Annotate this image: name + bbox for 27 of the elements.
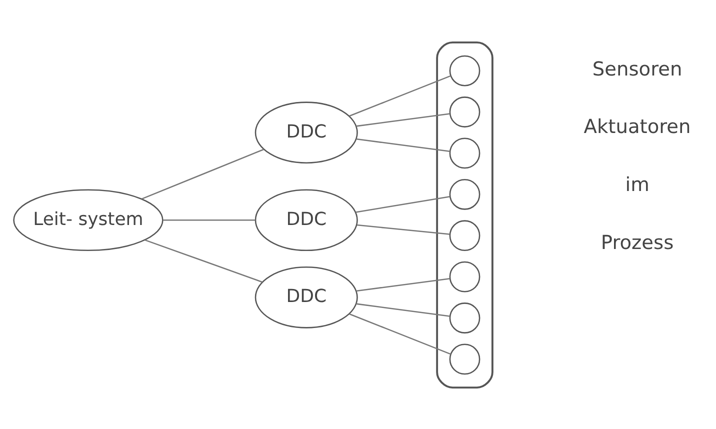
cluster [436, 40, 494, 388]
connector [356, 138, 450, 152]
node-ellipse: DDC [254, 266, 358, 328]
node-circle [449, 137, 480, 168]
connector [141, 148, 264, 200]
label: Prozess [600, 230, 674, 254]
connector [356, 196, 450, 212]
connector [356, 302, 450, 316]
connector [349, 74, 452, 116]
node-circle [449, 302, 480, 333]
node-circle [449, 220, 480, 251]
connector [349, 312, 452, 354]
node-circle [449, 178, 480, 210]
label: Sensoren [592, 56, 682, 80]
node-ellipse: DDC [254, 101, 358, 163]
connector [356, 112, 450, 126]
node-circle [449, 96, 480, 127]
node-ellipse: Leit- system [13, 188, 164, 251]
node-ellipse: DDC [254, 188, 358, 251]
label: im [625, 172, 650, 196]
node-circle [449, 54, 480, 86]
connector [144, 238, 263, 282]
connector [356, 277, 450, 292]
node-circle [449, 343, 480, 374]
connector [163, 219, 256, 220]
label: Aktuatoren [584, 114, 691, 138]
node-circle [449, 260, 480, 292]
